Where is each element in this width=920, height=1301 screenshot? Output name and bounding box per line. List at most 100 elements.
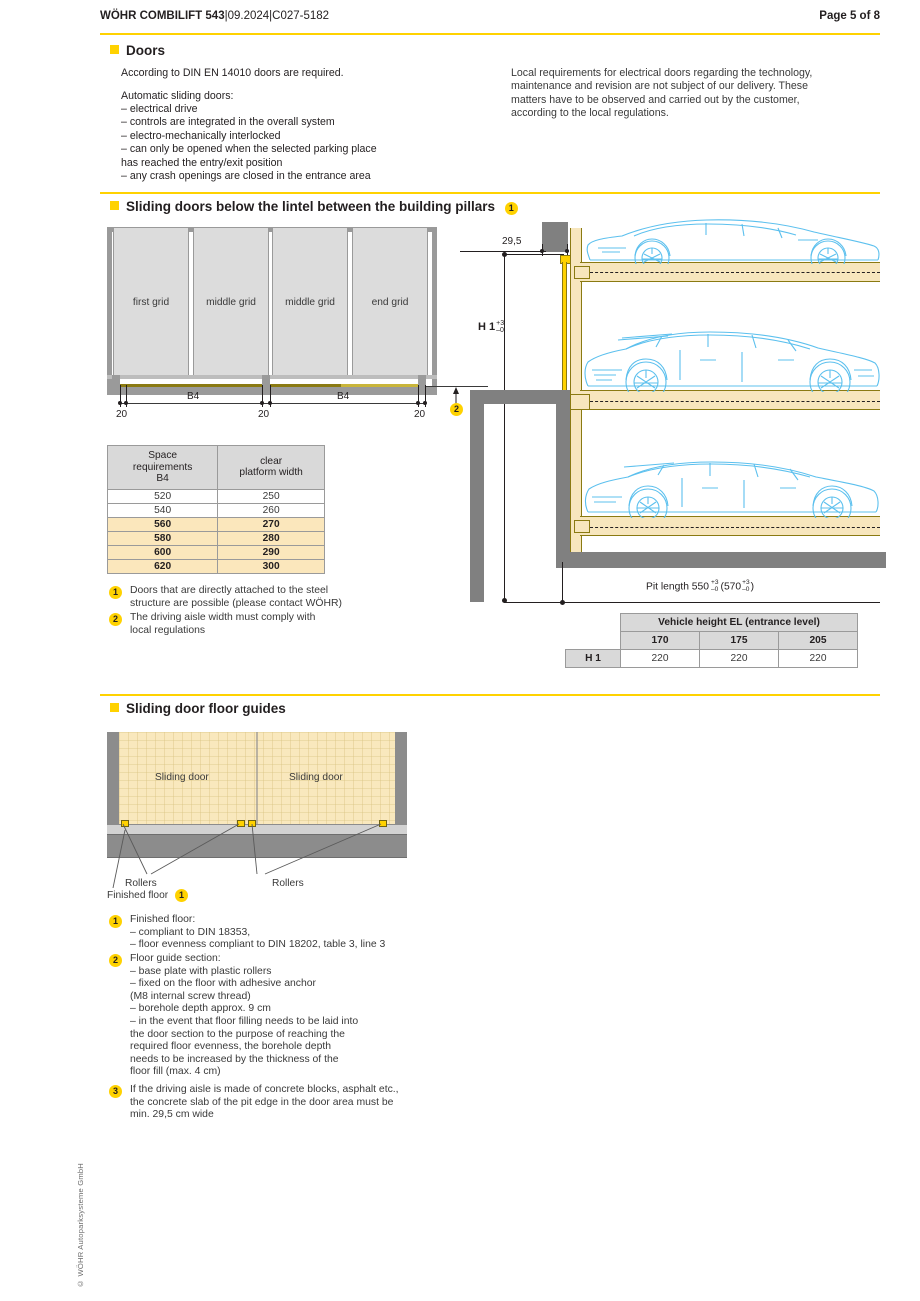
fg-jamb-left bbox=[107, 732, 119, 824]
plan-span-label-0: B4 bbox=[187, 391, 200, 402]
xsec-pitlen-tol-plus: +3 bbox=[710, 579, 719, 586]
xsec-deck-bracket-2 bbox=[570, 394, 590, 410]
plan-dim-20-2: 20 bbox=[414, 409, 426, 420]
xsec-h1-tol-plus: +3 bbox=[496, 320, 505, 327]
vh-col-205: 205 bbox=[778, 631, 858, 650]
doors-intro-text: According to DIN EN 14010 doors are requ… bbox=[121, 67, 344, 79]
finished-floor-label-text: Finished floor bbox=[107, 890, 169, 901]
xsec-pit-floor bbox=[556, 552, 886, 568]
xsec-dim-295-dot-l bbox=[540, 249, 544, 253]
fg-door-label-0: Sliding door bbox=[155, 772, 209, 783]
plan-pillar-left-top bbox=[112, 375, 120, 387]
section-title-doors: Doors bbox=[110, 43, 165, 58]
marker-2-aisle: 2 bbox=[450, 403, 463, 416]
plan-ext-line-1 bbox=[126, 385, 127, 407]
xsec-h1-label: H 1+3–0 bbox=[478, 320, 504, 334]
section-title-floor-guides: Sliding door floor guides bbox=[110, 701, 286, 716]
vh-group-header: Vehicle height EL (entrance level) bbox=[620, 613, 858, 632]
car-silhouette-level-3-icon bbox=[584, 461, 879, 518]
bullet-square-icon bbox=[110, 45, 119, 54]
doors-feature-list: – electrical drive – controls are integr… bbox=[121, 103, 377, 183]
fg-concrete-slab bbox=[107, 834, 407, 858]
plan-ext-line-5 bbox=[425, 385, 426, 407]
finished-floor-label: Finished floor 1 bbox=[107, 889, 188, 902]
vh-value-1: 220 bbox=[699, 649, 779, 668]
page-header: WÖHR COMBILIFT 543|09.2024|C027-5182 Pag… bbox=[100, 10, 880, 30]
doors-list-title: Automatic sliding doors: bbox=[121, 90, 234, 102]
header-separator-1: | bbox=[224, 10, 228, 22]
xsec-deck-dash-1 bbox=[585, 272, 880, 273]
plan-ext-line-0 bbox=[120, 385, 121, 407]
header-doc-code: C027-5182 bbox=[272, 10, 330, 22]
table-subheader-row: 170 175 205 bbox=[566, 631, 858, 650]
cell-b4: 600 bbox=[106, 544, 219, 560]
xsec-dim-295-dot-r bbox=[565, 249, 569, 253]
car-silhouette-level-1-icon bbox=[586, 219, 880, 264]
plan-panel-label-0: first grid bbox=[132, 296, 170, 308]
section-title-doors-label: Doors bbox=[126, 43, 166, 58]
fg-finished-floor-band bbox=[107, 824, 407, 835]
plan-dim-20-0: 20 bbox=[116, 409, 128, 420]
plan-view-diagram: first grid middle grid middle grid end g… bbox=[107, 227, 488, 420]
xsec-pitlength-alt-close: ) bbox=[750, 581, 755, 593]
xsec-pit-slab-left bbox=[470, 390, 570, 404]
header-document-info: WÖHR COMBILIFT 543|09.2024|C027-5182 bbox=[100, 10, 329, 22]
fg-footnote-marker-3: 3 bbox=[109, 1085, 122, 1098]
cell-width: 260 bbox=[217, 502, 325, 518]
table-row: 560 270 bbox=[106, 516, 325, 532]
section-title-lintel: Sliding doors below the lintel between t… bbox=[110, 199, 518, 215]
cell-b4: 580 bbox=[106, 530, 219, 546]
xsec-dim-295-label: 29,5 bbox=[502, 236, 522, 247]
vh-value-0: 220 bbox=[620, 649, 700, 668]
xsec-h1-tick-bottom bbox=[504, 602, 564, 603]
vh-col-170: 170 bbox=[620, 631, 700, 650]
xsec-deck-level-2 bbox=[580, 390, 880, 410]
plan-sill-left bbox=[120, 384, 262, 387]
plan-panel-1: middle grid bbox=[193, 227, 269, 377]
space-requirements-table: Space requirements B4 clear platform wid… bbox=[106, 445, 325, 574]
xsec-pitlen-alt-tol-plus: +3 bbox=[742, 579, 750, 586]
vehicle-height-table: Vehicle height EL (entrance level) 170 1… bbox=[565, 613, 858, 668]
footnote-marker-2: 2 bbox=[109, 613, 122, 626]
plan-panel-label-1: middle grid bbox=[206, 296, 256, 308]
plan-dimension-line bbox=[120, 403, 426, 404]
xsec-deck-dash-2 bbox=[585, 401, 880, 402]
xsec-deck-bracket-3 bbox=[574, 520, 590, 533]
xsec-pitlen-alt-tol-minus: –0 bbox=[742, 585, 750, 593]
xsec-h1-dot-bottom bbox=[502, 598, 507, 603]
section-title-lintel-label: Sliding doors below the lintel between t… bbox=[126, 199, 496, 214]
xsec-dim-295-line bbox=[460, 251, 546, 252]
cell-width: 270 bbox=[217, 516, 325, 532]
plan-dim-20-1: 20 bbox=[258, 409, 270, 420]
fg-footnote-marker-1: 1 bbox=[109, 915, 122, 928]
footnote-text-1: Doors that are directly attached to the … bbox=[130, 585, 342, 609]
xsec-pit-wall-left bbox=[470, 390, 484, 602]
section-rule-floor-guides bbox=[100, 694, 880, 696]
fg-door-panels bbox=[119, 732, 395, 824]
fg-leader-lines bbox=[112, 823, 382, 888]
plan-panel-3: end grid bbox=[352, 227, 428, 377]
cell-width: 250 bbox=[217, 488, 325, 504]
footnote-text-2: The driving aisle width must comply with… bbox=[130, 612, 316, 636]
fg-footnote-text-1: Finished floor: – compliant to DIN 18353… bbox=[130, 914, 386, 951]
floor-guide-diagram: Sliding door Sliding door Rollers Roller… bbox=[107, 732, 407, 889]
cell-b4: 540 bbox=[106, 502, 219, 518]
vh-col-175: 175 bbox=[699, 631, 779, 650]
section-rule-doors bbox=[100, 33, 880, 35]
table-row: 520 250 bbox=[106, 488, 325, 504]
xsec-deck-level-3 bbox=[580, 516, 880, 536]
cell-b4: 620 bbox=[106, 558, 219, 574]
bullet-square-icon bbox=[110, 703, 119, 712]
plan-ext-line-4 bbox=[418, 385, 419, 407]
xsec-pitlength-label: Pit length 550+3–0(570+3–0) bbox=[646, 579, 755, 593]
col-header-platform-width: clear platform width bbox=[217, 445, 325, 490]
plan-sill-right bbox=[341, 384, 418, 387]
fg-footnote-marker-2: 2 bbox=[109, 954, 122, 967]
plan-pillar-middle-top bbox=[262, 375, 270, 387]
header-product-name: WÖHR COMBILIFT 543 bbox=[100, 10, 225, 22]
col-header-b4: Space requirements B4 bbox=[106, 445, 219, 490]
table-header-row: Space requirements B4 clear platform wid… bbox=[106, 445, 325, 490]
fg-jamb-right bbox=[395, 732, 407, 824]
fg-roller-0 bbox=[121, 820, 129, 827]
fg-footnote-text-2: Floor guide section: – base plate with p… bbox=[130, 953, 359, 1078]
